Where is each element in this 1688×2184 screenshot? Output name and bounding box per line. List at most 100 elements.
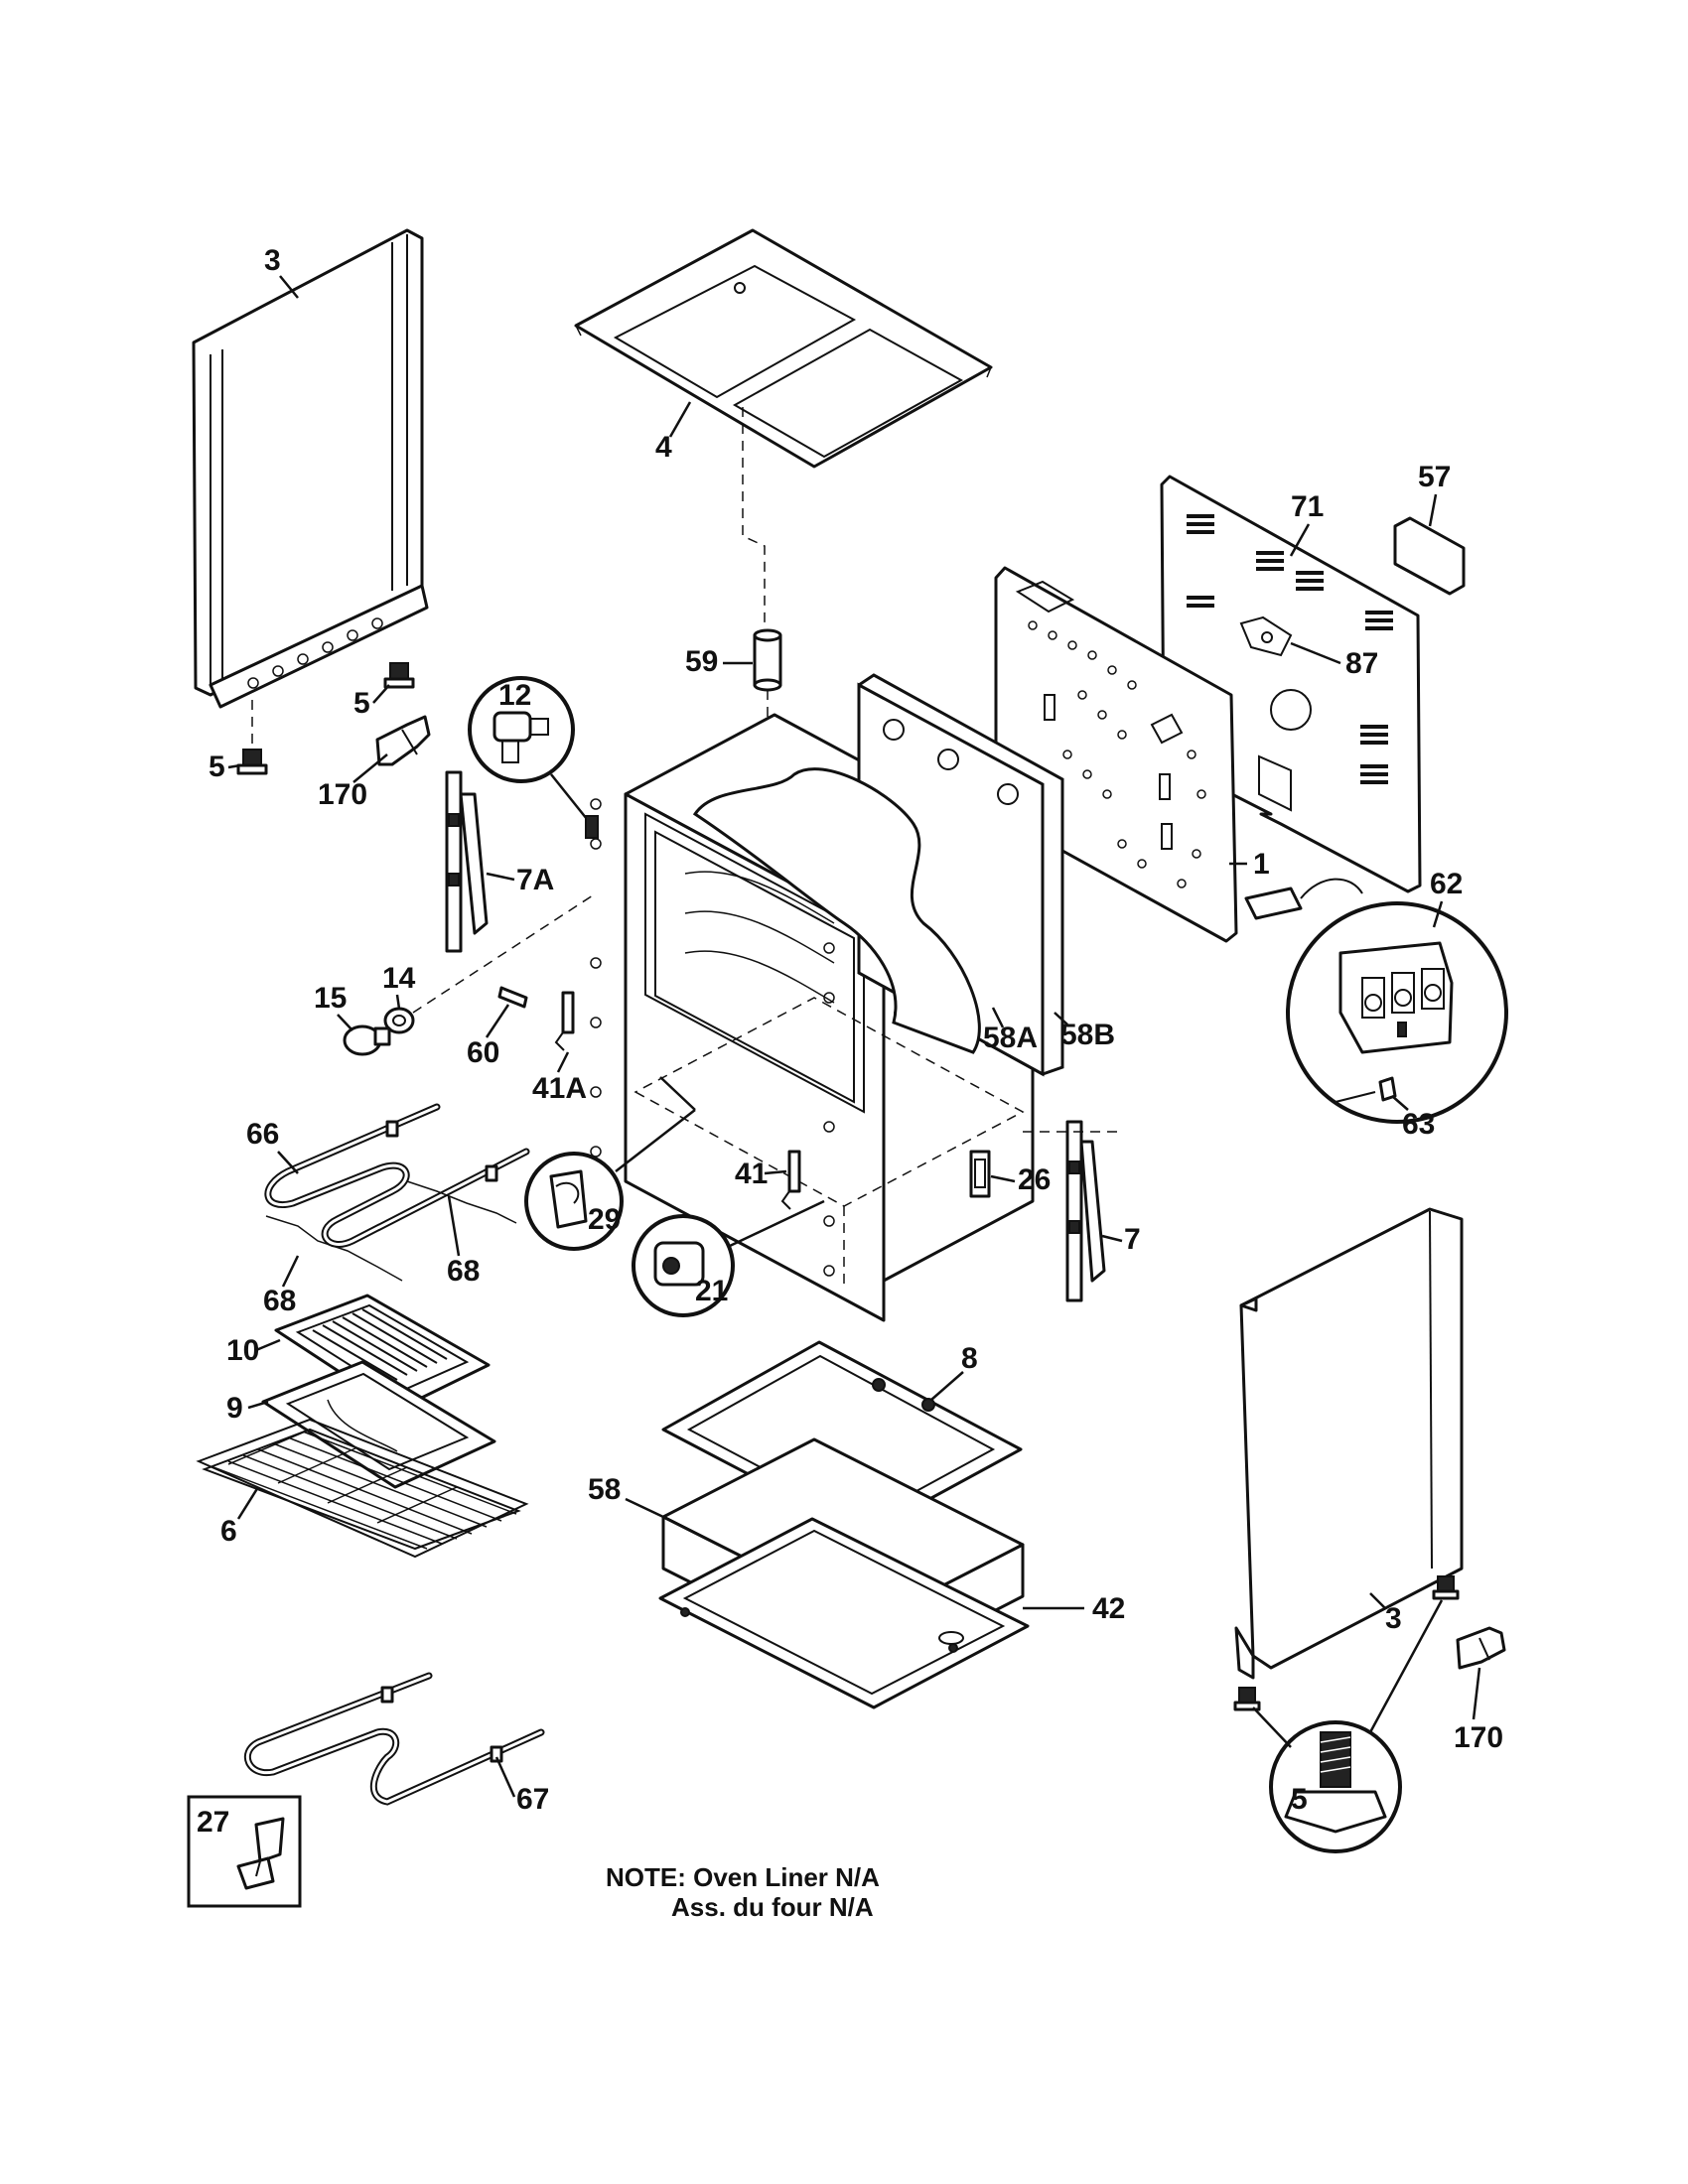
leader-bracket-60 <box>485 1004 510 1038</box>
note-line-1: NOTE: Oven Liner N/A <box>606 1862 880 1892</box>
side-panel-right <box>1234 1207 1464 1680</box>
leader-broil-element <box>494 1756 516 1798</box>
leader-model-plate <box>1428 493 1438 527</box>
top-panel <box>574 228 993 469</box>
label-terminal-block: 62 <box>1430 868 1463 900</box>
label-bracket-60: 60 <box>467 1036 499 1069</box>
hinge-left <box>445 770 489 953</box>
leveler-left-bottom <box>236 749 268 775</box>
leader-element-support-right <box>447 1195 461 1257</box>
clip-21-detail <box>632 1199 825 1317</box>
leader-side-panel-right <box>1369 1592 1386 1609</box>
label-back-panel-outer: 71 <box>1291 490 1324 523</box>
label-clip-29: 29 <box>588 1203 621 1236</box>
bracket-left <box>375 715 431 766</box>
label-lamp-bulb: 15 <box>314 982 347 1015</box>
dash-lamp <box>412 892 597 1014</box>
label-hinge-left: 7A <box>516 864 554 896</box>
label-thermostat-bulb: 12 <box>498 679 531 712</box>
leader-lamp-socket <box>395 994 401 1010</box>
label-drawer-bottom: 42 <box>1092 1592 1125 1625</box>
label-drawer-insulation: 58 <box>588 1473 621 1506</box>
label-receptacle-26: 26 <box>1018 1163 1051 1196</box>
note-line-2: Ass. du four N/A <box>671 1892 874 1922</box>
bracket-60 <box>497 986 528 1009</box>
receptacle-26 <box>969 1150 991 1198</box>
leader-bake-element <box>277 1151 299 1174</box>
label-element-support-right: 68 <box>447 1255 480 1288</box>
label-terminal-screw: 63 <box>1402 1108 1435 1141</box>
leader-receptacle-26 <box>990 1174 1016 1183</box>
hinge-right <box>1065 1120 1106 1302</box>
leveler-left-top <box>383 662 415 689</box>
leader-hinge-left <box>486 872 515 882</box>
leader-element-support-left <box>281 1255 300 1288</box>
clip-29-detail <box>524 1076 696 1251</box>
leader-drawer-liner <box>930 1371 964 1401</box>
label-bracket-right: 170 <box>1454 1721 1503 1754</box>
broil-element <box>243 1672 545 1806</box>
label-oven-rack: 6 <box>220 1515 237 1548</box>
leader-grommet <box>1290 641 1341 665</box>
insulation-back <box>692 673 1064 1077</box>
label-side-panel-left: 3 <box>264 244 281 277</box>
label-lamp-socket: 14 <box>382 962 416 995</box>
leader-leveler-left-bottom <box>227 763 241 769</box>
label-leveler-detail: 5 <box>1291 1783 1308 1816</box>
label-vent-tube: 59 <box>685 645 718 678</box>
dash-top-panel <box>742 407 766 645</box>
element-support-right <box>406 1180 517 1224</box>
leader-broil-pan <box>247 1400 269 1410</box>
label-hinge-right: 7 <box>1124 1223 1141 1256</box>
model-plate <box>1393 516 1466 596</box>
leveler-detail <box>1252 1599 1444 1853</box>
bake-element <box>264 1103 530 1248</box>
leader-top-panel <box>668 401 692 438</box>
label-back-panel-inner: 1 <box>1253 848 1270 881</box>
element-support-left <box>265 1215 403 1282</box>
leader-bracket-left <box>352 753 388 783</box>
label-clip-21: 21 <box>695 1275 728 1307</box>
leader-back-panel-outer <box>1289 523 1311 557</box>
label-grommet: 87 <box>1345 647 1378 680</box>
leveler-right-back <box>1432 1575 1460 1600</box>
leader-oven-rack <box>236 1486 260 1520</box>
thermostat-bulb-detail <box>468 676 599 839</box>
leader-drawer-insulation <box>625 1497 664 1519</box>
leader-broil-pan-insert <box>255 1338 281 1352</box>
latch-41a <box>554 991 575 1051</box>
leader-terminal-screw <box>1391 1095 1409 1111</box>
leader-latch-41a <box>556 1051 570 1073</box>
drawer-bottom <box>658 1517 1030 1709</box>
label-drawer-liner: 8 <box>961 1342 978 1375</box>
label-latch-41a: 41A <box>532 1072 587 1105</box>
leader-lamp-bulb <box>337 1014 353 1031</box>
leader-hinge-right <box>1101 1234 1123 1243</box>
label-insulation-58a: 58A <box>983 1022 1038 1054</box>
terminal-block-small <box>1244 878 1363 920</box>
label-leveler-left-top: 5 <box>353 687 370 720</box>
leader-side-panel-left <box>279 275 299 299</box>
clip-27-box <box>187 1795 302 1908</box>
label-bracket-left: 170 <box>318 778 367 811</box>
leader-insulation-58a <box>991 1007 1005 1028</box>
vent-tube <box>753 628 782 692</box>
label-leveler-left-bottom: 5 <box>209 751 225 783</box>
terminal-block-detail <box>1286 901 1508 1124</box>
latch-41 <box>780 1150 801 1210</box>
leader-bracket-right <box>1472 1667 1481 1720</box>
label-broil-pan-insert: 10 <box>226 1334 259 1367</box>
side-panel-left <box>192 228 429 709</box>
label-element-support-left: 68 <box>263 1285 296 1317</box>
bracket-right <box>1456 1626 1506 1670</box>
leader-leveler-left-top <box>372 684 390 704</box>
leader-terminal-block <box>1432 900 1444 928</box>
label-top-panel: 4 <box>655 431 672 464</box>
leveler-right-front <box>1233 1687 1261 1711</box>
lamp-bulb <box>343 1024 391 1056</box>
leader-latch-41 <box>764 1169 787 1175</box>
label-clip-27: 27 <box>197 1806 229 1839</box>
label-latch-41: 41 <box>735 1158 768 1190</box>
label-broil-element: 67 <box>516 1783 549 1816</box>
